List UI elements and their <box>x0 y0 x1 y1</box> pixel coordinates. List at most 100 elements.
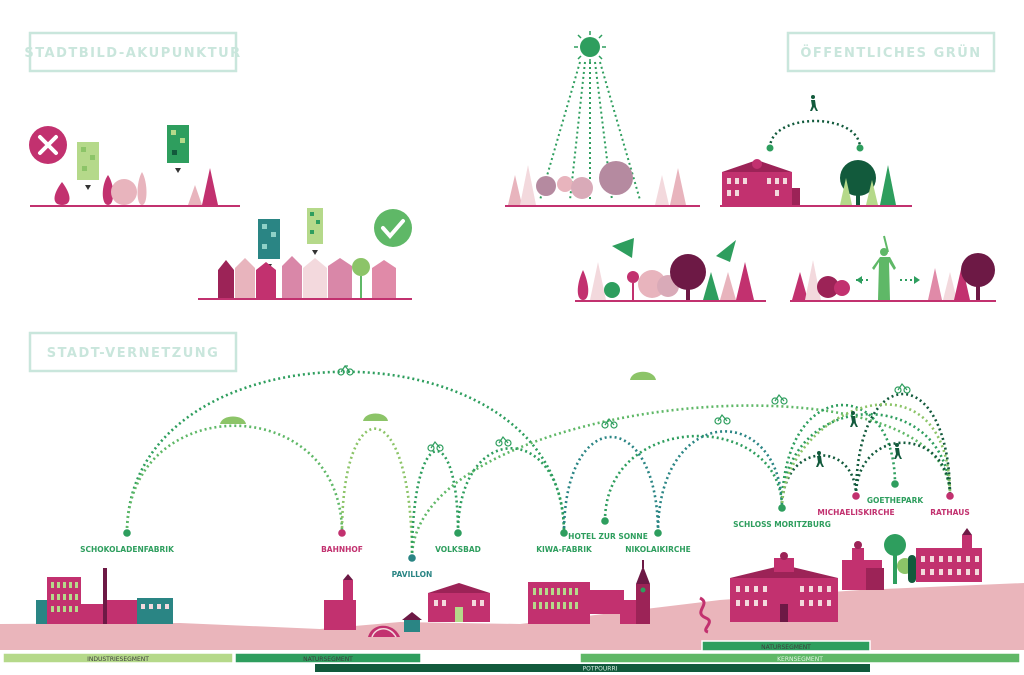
walker-icon <box>810 95 818 111</box>
label-kiwa: KIWA-FABRIK <box>536 545 593 554</box>
new-building-icon <box>167 125 189 163</box>
header-gruen: ÖFFENTLICHES GRÜN <box>786 31 996 73</box>
tree-icon <box>352 258 370 276</box>
place-nodes: SCHOKOLADENFABRIK BAHNHOF PAVILLON VOLKS… <box>80 480 970 579</box>
car-icon <box>363 413 388 421</box>
tree-icon <box>840 160 876 196</box>
label-goethepark: GOETHEPARK <box>867 496 925 505</box>
bar-kern <box>579 652 1021 664</box>
bicycle-icon <box>495 435 512 447</box>
label-hotel: HOTEL ZUR SONNE <box>568 532 648 541</box>
tree-icon <box>961 253 995 287</box>
gruen-walk-vignette <box>720 95 912 207</box>
walker-icon <box>850 411 858 427</box>
bar-natur-right <box>701 640 871 652</box>
section-title-gruen: ÖFFENTLICHES GRÜN <box>800 45 981 61</box>
header-akupunktur: STADTBILD-AKUPUNKTUR <box>24 31 241 73</box>
bar-natur-left <box>234 652 422 664</box>
walker-icon <box>816 451 824 467</box>
tree-icon <box>102 175 114 205</box>
arc-schloss-goethepark <box>780 403 897 509</box>
arc-bahnhof-pavillon <box>340 427 414 559</box>
gruen-sun-vignette <box>505 31 700 207</box>
node-schokoladenfabrik <box>123 529 131 537</box>
check-icon <box>374 209 412 247</box>
label-natur-left: NATURSEGMENT <box>303 656 353 663</box>
bicycle-icon <box>714 413 731 425</box>
node-rathaus <box>946 492 954 500</box>
sculpture-icon <box>699 596 711 634</box>
palace-icon <box>722 172 792 205</box>
label-nikolaikirche: NIKOLAIKIRCHE <box>625 545 691 554</box>
label-bahnhof: BAHNHOF <box>321 545 363 554</box>
label-potpourri: POTPOURRI <box>583 666 618 673</box>
arc-nikolaikirche-schloss <box>656 430 784 534</box>
building-kiwa <box>528 582 636 624</box>
label-industrie: INDUSTRIESEGMENT <box>87 656 149 663</box>
canopy-icon <box>612 238 634 258</box>
bicycle-icon <box>337 364 354 376</box>
label-volksbad: VOLKSBAD <box>435 545 481 554</box>
arc-schokoladenfabrik-kiwa <box>125 370 566 534</box>
node-goethepark <box>891 480 899 488</box>
arc-schokoladenfabrik-bahnhof <box>125 424 344 534</box>
arc-michaeliskirche-rathaus <box>854 392 952 497</box>
tree-icon <box>670 254 706 290</box>
arc-michaeliskirche-rathaus-walk <box>854 441 952 497</box>
label-kern: KERNSEGMENT <box>777 656 823 663</box>
building-volksbad <box>428 583 490 622</box>
car-icon <box>630 371 656 380</box>
node-schloss <box>778 504 786 512</box>
bar-industrie <box>2 652 234 664</box>
building-bahnhof <box>324 574 422 638</box>
gruen-canopy-vignette <box>575 238 766 302</box>
network-arcs <box>125 370 952 559</box>
arc-schloss-rathaus <box>780 412 952 509</box>
sun-icon <box>580 37 600 57</box>
label-natur-right: NATURSEGMENT <box>761 644 811 651</box>
segment-bars: NATURSEGMENT INDUSTRIESEGMENT NATURSEGME… <box>2 640 1021 673</box>
tree-icon <box>202 168 218 205</box>
arc-kiwa-nikolaikirche <box>562 435 660 534</box>
bicycle-icon <box>771 393 788 405</box>
label-michaeliskirche: MICHAELISKIRCHE <box>817 508 894 517</box>
building-michaeliskirche <box>842 541 884 590</box>
walker-icon <box>894 443 902 459</box>
label-rathaus: RATHAUS <box>930 508 969 517</box>
akupunktur-before-vignette <box>29 125 240 207</box>
building-rathaus <box>916 528 982 582</box>
section-title-vernetzung: STADT-VERNETZUNG <box>47 346 220 361</box>
new-building-icon <box>77 142 99 180</box>
skyline-buildings <box>36 528 982 638</box>
arc-schloss-rathaus-outer <box>780 403 952 509</box>
node-nikolaikirche <box>654 529 662 537</box>
node-bahnhof <box>338 529 346 537</box>
bicycle-icon <box>427 440 444 452</box>
arc-hotel-schloss <box>603 434 784 522</box>
label-schloss: SCHLOSS MORITZBURG <box>733 520 831 529</box>
car-icon <box>220 416 246 424</box>
building-nikolaikirche <box>636 560 650 624</box>
statue-icon <box>872 235 896 300</box>
label-schokoladenfabrik: SCHOKOLADENFABRIK <box>80 545 175 554</box>
tree-icon <box>111 179 137 205</box>
bicycle-icon <box>601 417 618 429</box>
arc-pavillon-volksbad <box>410 450 460 559</box>
node-michaeliskirche <box>852 492 860 500</box>
node-pavillon <box>408 554 416 562</box>
arc-schloss-michaeliskirche <box>780 454 858 509</box>
arc-pavillon-rathaus <box>410 404 952 559</box>
tree-icon <box>599 161 633 195</box>
new-building-icon <box>258 219 280 259</box>
akupunktur-after-vignette <box>198 208 412 300</box>
label-pavillon: PAVILLON <box>392 570 433 579</box>
gruen-statue-vignette <box>790 235 996 302</box>
bar-potpourri <box>315 664 870 672</box>
node-hotel <box>601 517 609 525</box>
bicycle-icon <box>894 382 911 394</box>
arc-volksbad-kiwa <box>456 447 566 534</box>
node-kiwa <box>560 529 568 537</box>
node-volksbad <box>454 529 462 537</box>
section-title-akupunktur: STADTBILD-AKUPUNKTUR <box>24 46 241 61</box>
